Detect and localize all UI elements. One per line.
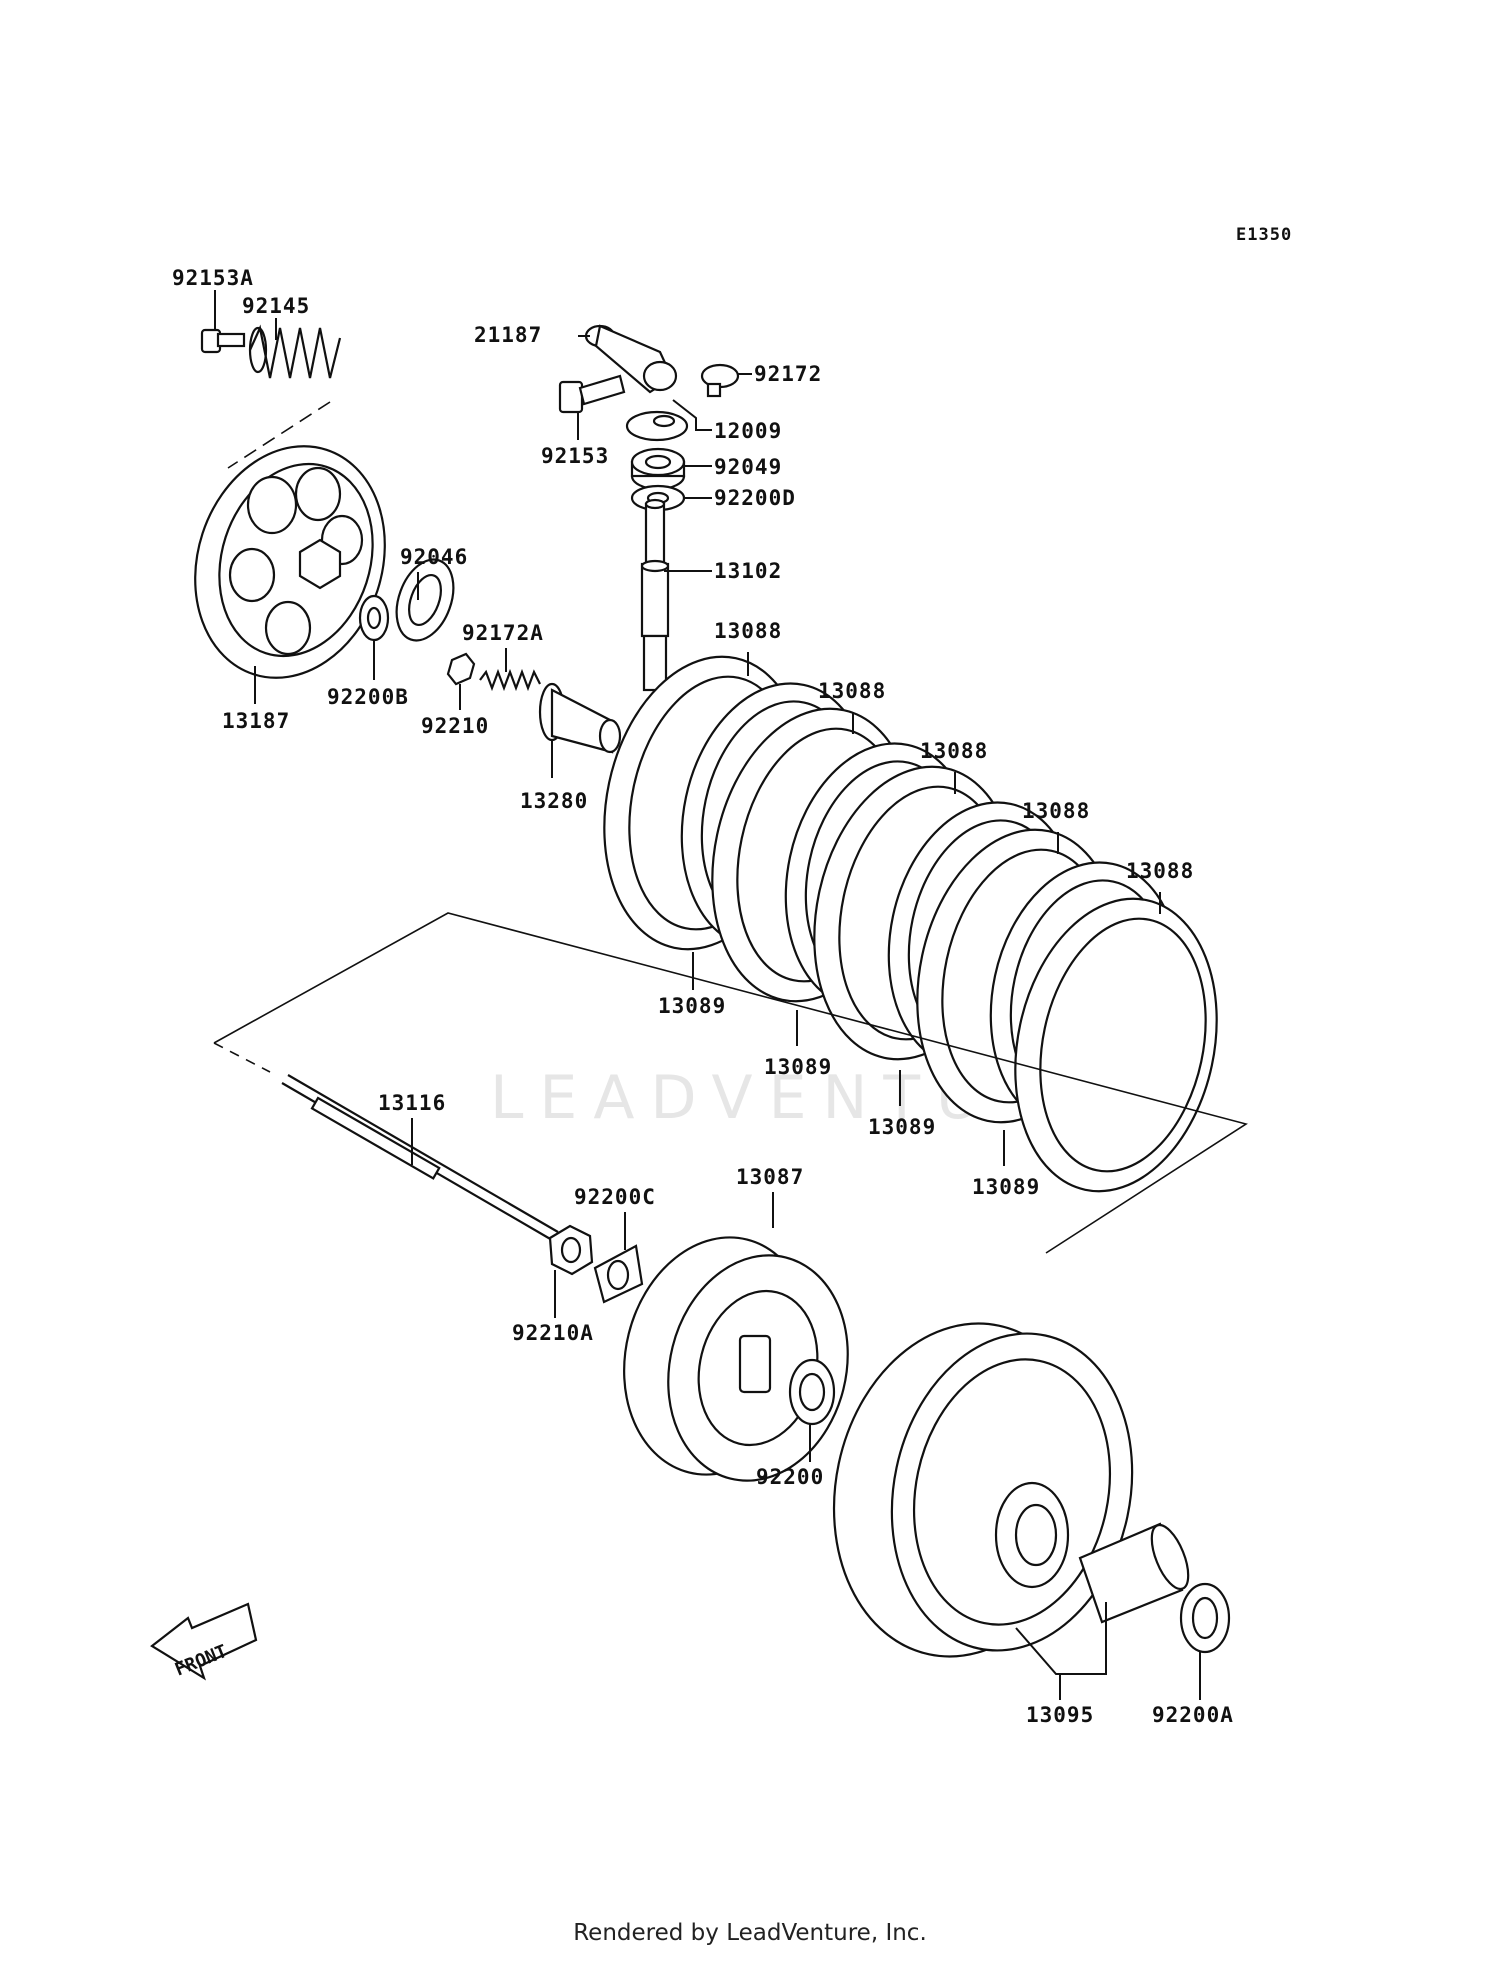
- diagram-code: E1350: [1236, 225, 1292, 245]
- pusher-13280[interactable]: [538, 682, 622, 754]
- pushrod-13116[interactable]: [281, 1074, 559, 1241]
- label-92200C[interactable]: 92200C: [574, 1185, 656, 1209]
- label-92049[interactable]: 92049: [714, 455, 782, 479]
- washer-92200C[interactable]: [593, 1244, 644, 1304]
- part-labels: 92153A 92145 21187 92172 12009 92153 920…: [172, 266, 1234, 1727]
- pressure-plate-13187[interactable]: [166, 421, 414, 702]
- label-13089-2[interactable]: 13089: [764, 1055, 832, 1079]
- washer-12009[interactable]: [625, 410, 689, 442]
- label-13116[interactable]: 13116: [378, 1091, 446, 1115]
- shaft-13102[interactable]: [640, 498, 670, 692]
- bolt-92153[interactable]: [558, 374, 626, 414]
- clutch-plate-stack: [603, 655, 1242, 1210]
- leader-lines: [214, 290, 1201, 1700]
- label-92153A[interactable]: 92153A: [172, 266, 254, 290]
- nut-92210[interactable]: [446, 652, 476, 686]
- label-13187[interactable]: 13187: [222, 709, 290, 733]
- spring-92145[interactable]: [248, 324, 342, 379]
- label-92200B[interactable]: 92200B: [327, 685, 409, 709]
- label-13089-3[interactable]: 13089: [868, 1115, 936, 1139]
- bearing-92046[interactable]: [386, 552, 464, 649]
- label-12009[interactable]: 12009: [714, 419, 782, 443]
- label-13088-2[interactable]: 13088: [818, 679, 886, 703]
- label-21187[interactable]: 21187: [474, 323, 542, 347]
- label-92172A[interactable]: 92172A: [462, 621, 544, 645]
- label-13102[interactable]: 13102: [714, 559, 782, 583]
- label-13087[interactable]: 13087: [736, 1165, 804, 1189]
- label-92153[interactable]: 92153: [541, 444, 609, 468]
- label-13088-1[interactable]: 13088: [714, 619, 782, 643]
- clutch-housing-13095[interactable]: [804, 1299, 1161, 1681]
- label-92172[interactable]: 92172: [754, 362, 822, 386]
- label-13088-4[interactable]: 13088: [1022, 799, 1090, 823]
- label-92046[interactable]: 92046: [400, 545, 468, 569]
- lever-21187[interactable]: [584, 324, 678, 394]
- washer-92200[interactable]: [788, 1358, 836, 1426]
- washer-92200B[interactable]: [358, 594, 390, 642]
- seal-92049[interactable]: [630, 447, 686, 491]
- clutch-hub-13087[interactable]: [600, 1217, 871, 1500]
- label-13089-1[interactable]: 13089: [658, 994, 726, 1018]
- screw-92172[interactable]: [700, 363, 740, 398]
- nut-92210A[interactable]: [548, 1224, 594, 1276]
- label-92200D[interactable]: 92200D: [714, 486, 796, 510]
- front-arrow-icon: FRONT: [150, 1602, 258, 1681]
- label-92200A[interactable]: 92200A: [1152, 1703, 1234, 1727]
- assembly-outline: [213, 912, 1248, 1254]
- bolt-92153A[interactable]: [200, 328, 246, 354]
- screw-92172A[interactable]: [479, 668, 541, 692]
- label-92210[interactable]: 92210: [421, 714, 489, 738]
- washer-92200A[interactable]: [1179, 1582, 1231, 1654]
- label-13088-5[interactable]: 13088: [1126, 859, 1194, 883]
- label-13089-4[interactable]: 13089: [972, 1175, 1040, 1199]
- friction-plate-13088-5[interactable]: [989, 880, 1242, 1210]
- label-13095[interactable]: 13095: [1026, 1703, 1094, 1727]
- label-92145[interactable]: 92145: [242, 294, 310, 318]
- label-13280[interactable]: 13280: [520, 789, 588, 813]
- footer-credit: Rendered by LeadVenture, Inc.: [573, 1920, 927, 1946]
- label-92210A[interactable]: 92210A: [512, 1321, 594, 1345]
- sleeve-13095[interactable]: [1078, 1520, 1196, 1624]
- label-13088-3[interactable]: 13088: [920, 739, 988, 763]
- label-92200[interactable]: 92200: [756, 1465, 824, 1489]
